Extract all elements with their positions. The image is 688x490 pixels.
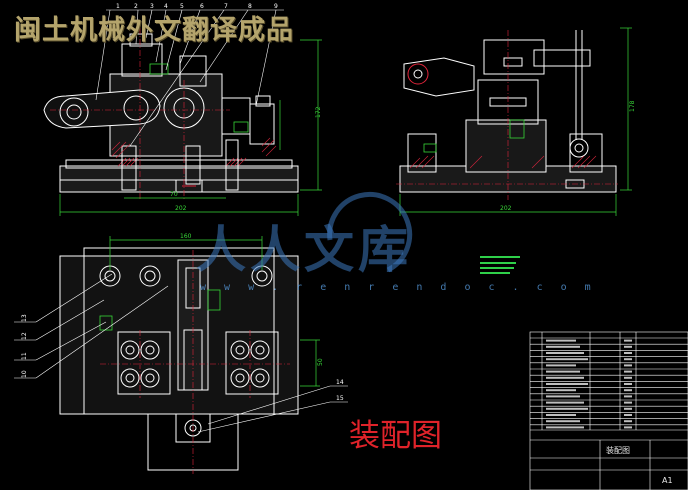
parts-row-qty (624, 339, 632, 342)
callout-2: 2 (134, 3, 138, 10)
callout-11: 11 (21, 352, 28, 360)
parts-row-qty (624, 370, 632, 373)
svg-text:160: 160 (180, 233, 192, 240)
parts-row-qty (624, 426, 632, 429)
parts-row-entry (546, 395, 580, 398)
callout-3: 3 (150, 3, 154, 10)
parts-row-entry (546, 383, 588, 385)
title-block-sheet-size: A1 (662, 476, 673, 485)
title-block-name: 装配图 (606, 446, 630, 455)
watermark-url: w w w . r e n r e n d o c . c o m (200, 282, 597, 293)
front-view (43, 28, 299, 200)
callout-numbers-bottom: 13 12 11 10 14 15 (21, 314, 344, 402)
svg-text:178: 178 (629, 100, 636, 112)
parts-rows (530, 337, 688, 426)
parts-list-text (546, 339, 632, 429)
parts-row-qty (624, 407, 632, 410)
top-view-dimensions (109, 236, 320, 387)
parts-row-entry (546, 364, 576, 367)
callout-12: 12 (21, 332, 28, 340)
callout-leaders-top (95, 9, 284, 147)
callout-numbers-top: 1 2 3 4 5 6 7 8 9 (116, 3, 278, 10)
callout-1: 1 (116, 3, 120, 10)
svg-text:202: 202 (175, 205, 187, 212)
parts-row-entry (546, 339, 576, 342)
callout-6: 6 (200, 3, 204, 10)
watermark-logo (327, 192, 413, 273)
parts-row-entry (546, 352, 584, 354)
parts-row-entry (546, 407, 588, 410)
banner-title: 闽土机械外文翻译成品 (14, 15, 294, 46)
top-view-dim-text: 160 50 (180, 233, 324, 366)
callout-15: 15 (336, 395, 344, 402)
parts-list (529, 331, 688, 490)
side-view (396, 30, 618, 200)
parts-row-entry (546, 370, 580, 373)
parts-row-qty (624, 358, 632, 361)
side-view-dim-text: 202 178 (500, 100, 636, 212)
drawing-title: 装配图 (349, 418, 442, 454)
parts-row-qty (624, 389, 632, 392)
parts-row-qty (624, 395, 632, 398)
parts-row-entry (546, 389, 576, 392)
front-view-dimensions (59, 39, 322, 216)
callout-13: 13 (21, 314, 28, 322)
callout-5: 5 (180, 3, 184, 10)
parts-row-qty (624, 376, 632, 379)
parts-row-entry (546, 345, 580, 348)
tech-notes (480, 256, 520, 274)
callout-7: 7 (224, 3, 228, 10)
parts-row-qty (624, 352, 632, 354)
front-view-dim-text: 202 70 172 (170, 106, 322, 212)
parts-row-qty (624, 414, 632, 416)
parts-row-qty (624, 420, 632, 423)
parts-row-entry (546, 426, 584, 429)
callout-4: 4 (164, 3, 168, 10)
parts-row-qty (624, 364, 632, 367)
parts-row-entry (546, 358, 588, 361)
watermark-text: 人人文库 (196, 221, 412, 279)
parts-row-qty (624, 383, 632, 385)
parts-row-entry (546, 376, 584, 379)
callout-leaders-bottom (14, 273, 348, 433)
callout-14: 14 (336, 379, 344, 386)
parts-row-entry (546, 420, 580, 423)
callout-8: 8 (248, 3, 252, 10)
svg-text:202: 202 (500, 205, 512, 212)
callout-9: 9 (274, 3, 278, 10)
parts-row-entry (546, 414, 576, 416)
parts-row-qty (624, 401, 632, 404)
callout-10: 10 (21, 370, 28, 378)
svg-text:50: 50 (317, 358, 324, 366)
svg-text:70: 70 (170, 191, 178, 198)
top-view (59, 247, 299, 474)
svg-text:172: 172 (315, 106, 322, 118)
parts-row-entry (546, 401, 584, 404)
parts-row-qty (624, 345, 632, 348)
side-view-dimensions (399, 27, 632, 216)
